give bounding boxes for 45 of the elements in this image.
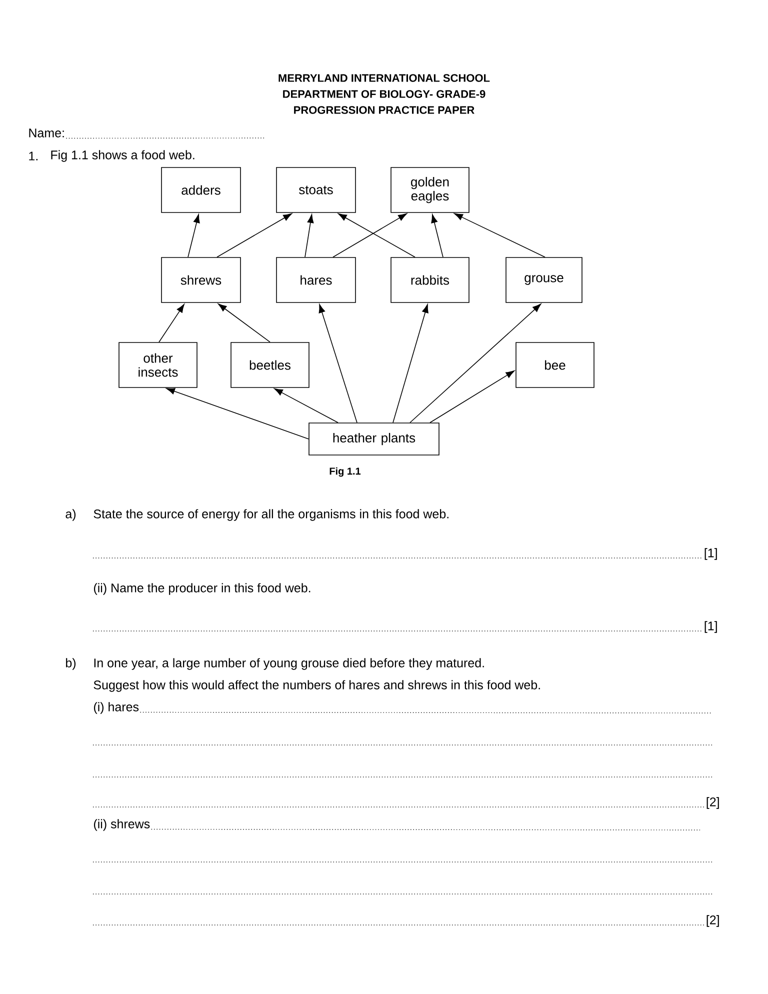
mark-allocation: [1] — [704, 621, 717, 633]
organism-box: golden eagles — [390, 167, 470, 213]
mark-allocation: [1] — [704, 548, 717, 560]
arrow — [158, 304, 184, 342]
organism-box: heather plants — [308, 422, 440, 456]
field-label: Name: — [29, 128, 64, 138]
arrow — [216, 213, 292, 258]
question-text: In one year, a large number of young grouse died before they matured. — [94, 658, 484, 670]
paper-heading: PROGRESSION PRACTICE PAPER — [294, 106, 474, 114]
arrow — [431, 214, 444, 258]
figure-caption: Fig 1.1 — [330, 467, 361, 477]
department-heading: DEPARTMENT OF BIOLOGY- GRADE-9 — [283, 90, 486, 98]
arrow — [188, 214, 200, 258]
question-text: (ii) shrews — [94, 819, 150, 831]
organism-box: adders — [161, 167, 241, 213]
arrow — [332, 213, 407, 258]
part-letter: a) — [66, 509, 76, 521]
question-text: (ii) Name the producer in this food web. — [94, 583, 310, 595]
organism-box: beetles — [230, 342, 310, 388]
arrow — [410, 304, 542, 423]
arrow — [454, 213, 546, 258]
part-letter: b) — [66, 658, 76, 670]
arrow — [304, 214, 314, 258]
question-text: State the source of energy for all the organisms in this food web. — [94, 509, 448, 521]
mark-allocation: [2] — [706, 797, 719, 809]
organism-box: other insects — [118, 342, 198, 388]
arrow — [338, 213, 416, 258]
question-text: (i) hares — [94, 702, 139, 714]
question-text: Fig 1.1 shows a food web. — [51, 150, 194, 162]
arrow — [166, 388, 309, 440]
organism-box: shrews — [161, 257, 241, 303]
school-heading: MERRYLAND INTERNATIONAL SCHOOL — [278, 74, 490, 82]
arrow — [318, 304, 358, 423]
arrow — [274, 388, 338, 423]
arrow — [392, 304, 428, 423]
question-text: Suggest how this would affect the numbers of hares and shrews in this food web. — [94, 680, 540, 692]
arrow — [430, 370, 514, 423]
organism-box: stoats — [276, 167, 356, 213]
arrow — [218, 304, 270, 342]
organism-box: bee — [516, 342, 594, 388]
organism-box: rabbits — [390, 257, 470, 303]
organism-box: grouse — [506, 257, 582, 303]
question-number: 1. — [29, 152, 38, 160]
mark-allocation: [2] — [706, 915, 719, 927]
organism-box: hares — [276, 257, 356, 303]
